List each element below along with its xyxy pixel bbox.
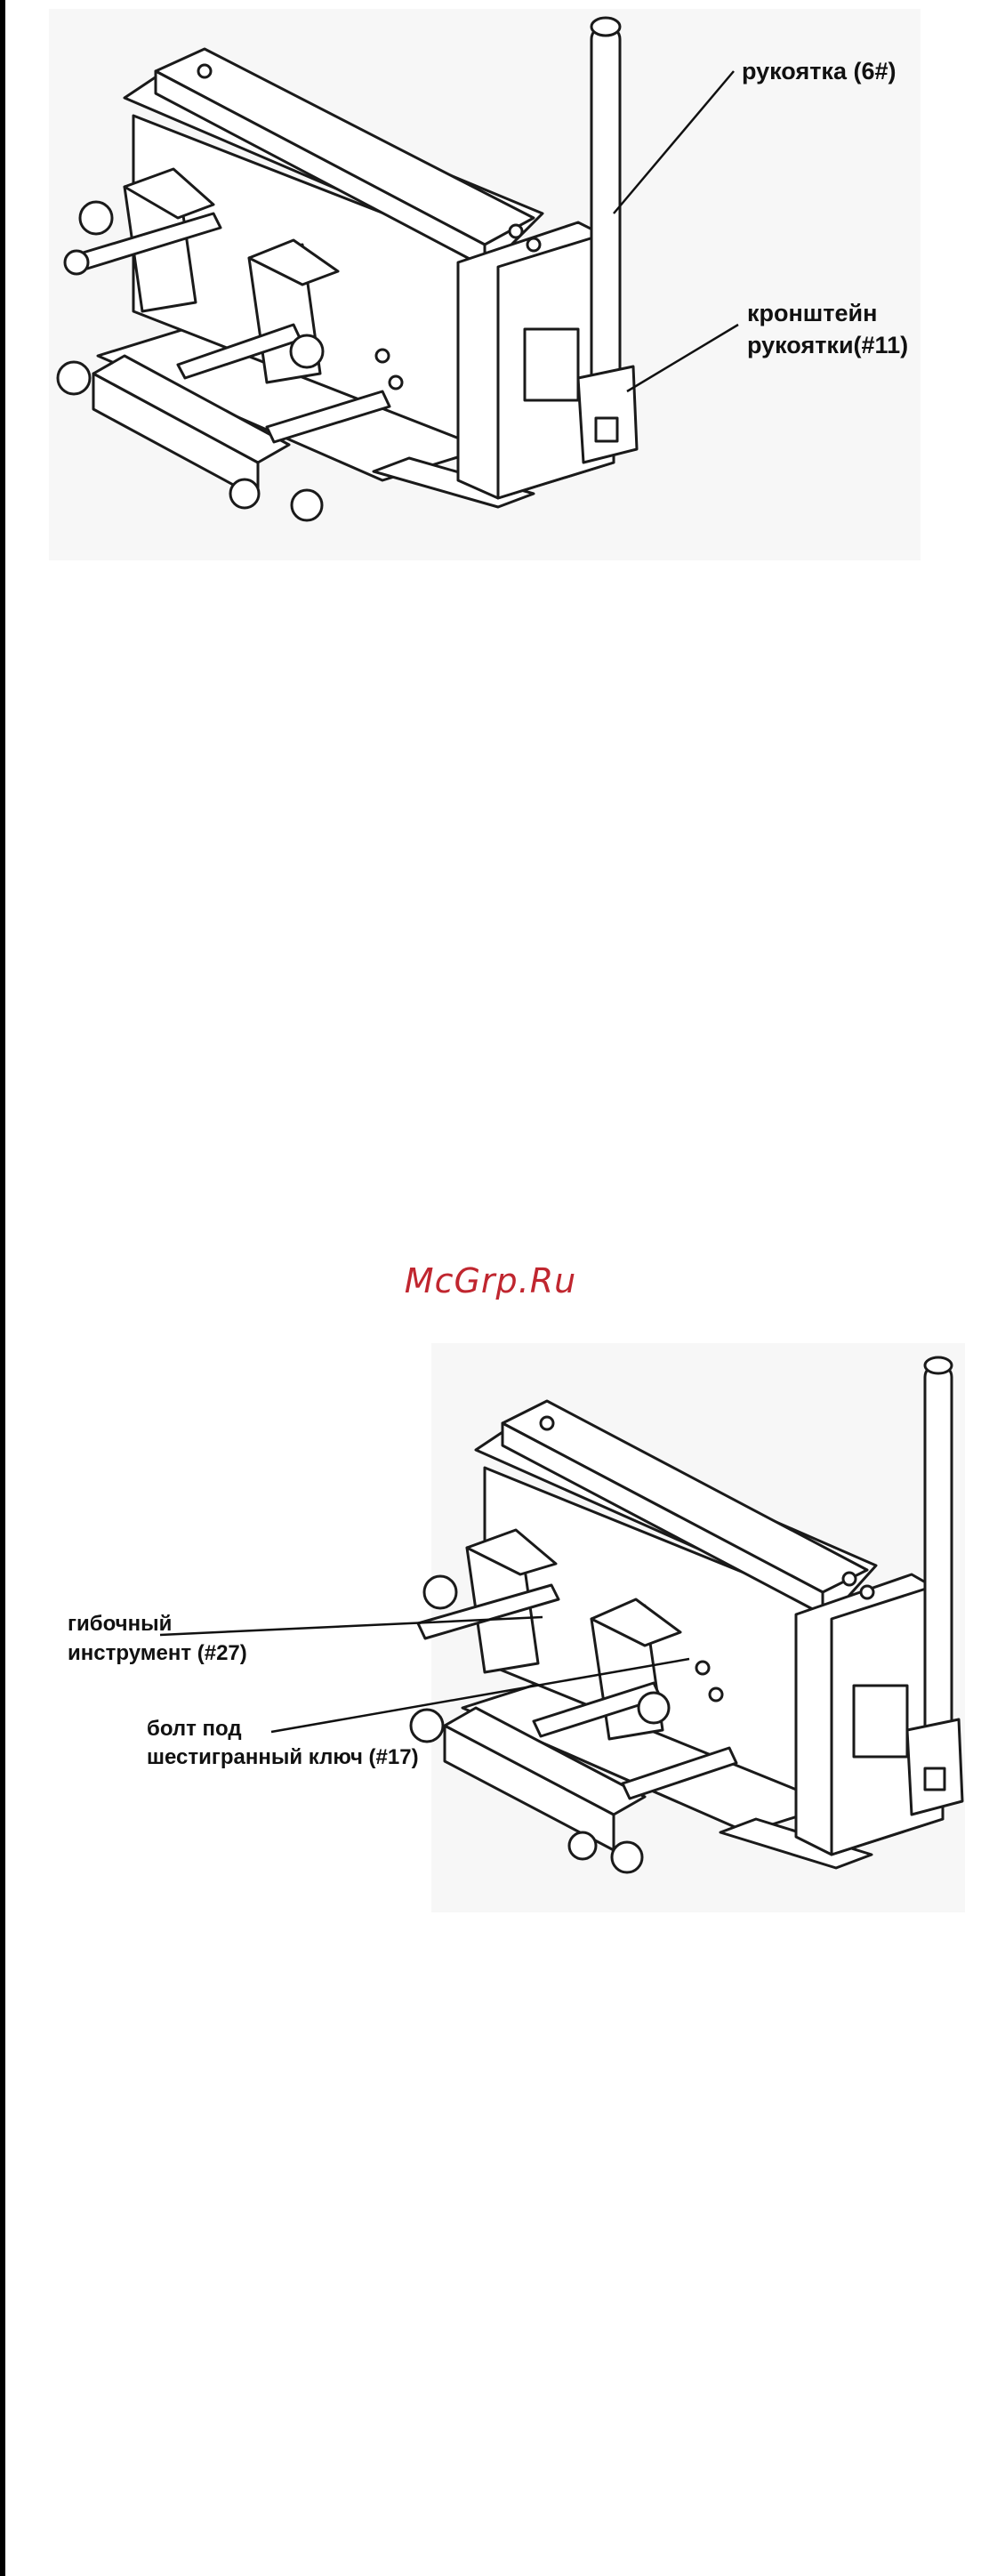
figure-bender-tool: гибочный инструмент (#27) болт под шести…: [0, 1334, 981, 1939]
site-watermark: McGrp.Ru: [0, 1261, 981, 1300]
label-bending-tool-line2: инструмент (#27): [68, 1641, 247, 1667]
bender-illustration-1: [0, 0, 981, 587]
label-bracket-line1: кронштейн: [747, 299, 877, 327]
label-bracket-line2: рукоятки(#11): [747, 331, 908, 359]
label-bolt-line2: шестигранный ключ (#17): [147, 1745, 419, 1771]
figure-bender-handle: рукоятка (6#) кронштейн рукоятки(#11): [0, 0, 981, 587]
label-bending-tool-line1: гибочный: [68, 1612, 172, 1638]
label-handle: рукоятка (6#): [742, 57, 896, 85]
label-bolt-line1: болт под: [147, 1717, 242, 1743]
